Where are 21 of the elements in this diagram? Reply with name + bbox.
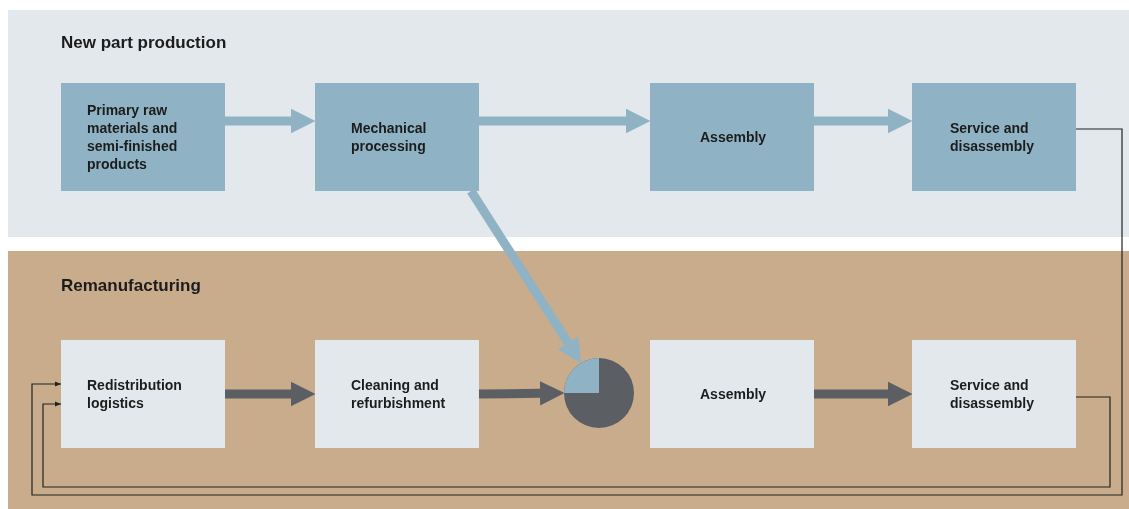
process-box xyxy=(912,83,1076,191)
box-label: Cleaning and refurbishment xyxy=(351,376,447,412)
box-label: Redistribution logistics xyxy=(87,376,183,412)
box-label: Mechanical processing xyxy=(351,119,428,155)
process-box xyxy=(650,83,814,191)
box-label: Primary raw materials and semi-finished products xyxy=(87,101,179,173)
process-box xyxy=(912,340,1076,448)
section-title: Remanufacturing xyxy=(61,275,201,297)
box-label: Assembly xyxy=(700,385,768,403)
section-band xyxy=(8,251,1129,509)
process-box xyxy=(61,340,225,448)
section-title: New part production xyxy=(61,32,227,54)
process-box xyxy=(61,83,225,191)
section-band xyxy=(8,10,1129,237)
pie-chart-circle xyxy=(564,358,634,428)
box-label: Assembly xyxy=(700,128,768,146)
box-label: Service and disassembly xyxy=(950,376,1036,412)
process-box xyxy=(650,340,814,448)
process-box xyxy=(315,83,479,191)
process-box xyxy=(315,340,479,448)
box-label: Service and disassembly xyxy=(950,119,1036,155)
